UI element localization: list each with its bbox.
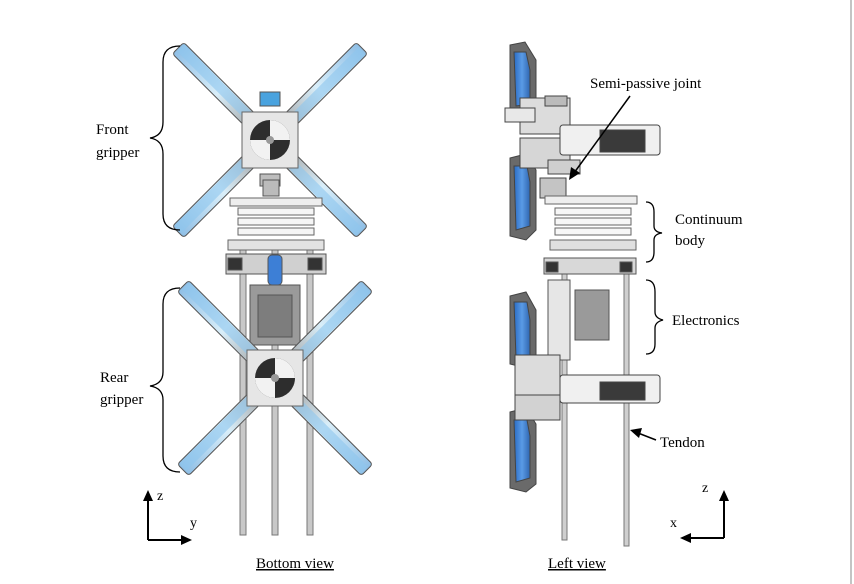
left-view-axes: z x: [670, 481, 729, 543]
left-electronics: [543, 257, 637, 361]
continuum-body-brace: [645, 201, 663, 263]
bottom-view-caption: Bottom view: [256, 556, 334, 572]
rear-gripper-brace: [149, 287, 181, 473]
bottom-axis-z: z: [157, 489, 163, 504]
rear-gripper-label-line1: Rear: [100, 370, 128, 386]
front-gripper-brace: [149, 45, 181, 231]
left-front-fingers: [504, 41, 661, 241]
electronics-brace: [645, 279, 664, 355]
left-axis-x: x: [670, 516, 677, 531]
electronics-label: Electronics: [672, 313, 740, 329]
bottom-view-axes: z y: [143, 489, 197, 545]
left-continuum-body: [544, 195, 638, 251]
front-gripper-label-line1: Front: [96, 122, 129, 138]
front-gripper: [173, 43, 367, 237]
tendon-label: Tendon: [660, 435, 705, 451]
tendon-arrow: [630, 428, 657, 441]
semi-passive-joint-label: Semi-passive joint: [590, 76, 702, 92]
continuum-body-label-line2: body: [675, 233, 706, 249]
bottom-continuum-body: [227, 197, 325, 251]
rear-gripper: [178, 281, 372, 475]
left-view-caption: Left view: [548, 556, 606, 572]
left-rear-fingers: [509, 291, 661, 493]
semi-passive-joint-arrow: [569, 95, 631, 180]
rear-gripper-label-line2: gripper: [100, 392, 143, 408]
front-gripper-label-line2: gripper: [96, 145, 139, 161]
continuum-body-label-line1: Continuum: [675, 212, 743, 228]
left-view-robot: [504, 41, 661, 547]
left-axis-z: z: [702, 481, 708, 496]
bottom-axis-y: y: [190, 516, 197, 531]
bottom-electronics: [225, 253, 327, 346]
bottom-view-robot: [173, 43, 372, 536]
